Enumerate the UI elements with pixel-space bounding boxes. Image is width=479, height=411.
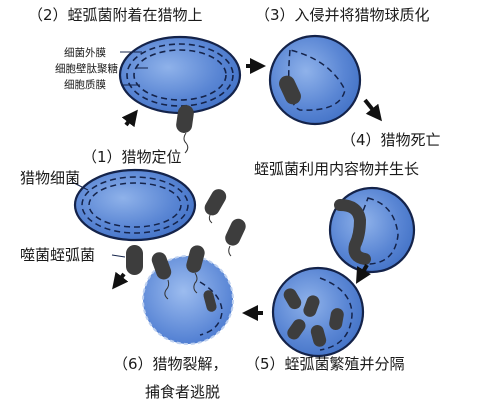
cycle-arrows [112, 58, 382, 321]
bdellovibrio-free [71, 181, 143, 275]
step-4-label-line2: 蛭弧菌利用内容物并生长 [254, 160, 420, 178]
step-4-label-line1: （4）猎物死亡 [341, 131, 441, 149]
bdellovibrio-escaping [151, 189, 246, 300]
step-6-label-line2: 捕食者逃脱 [145, 383, 221, 401]
step-3-label: （3）入侵并将猎物球质化 [255, 6, 430, 24]
step-1-label: （1）猎物定位 [82, 148, 182, 166]
peptidoglycan-label: 细胞壁肽聚糖 [55, 63, 118, 75]
bdellovibrio-attaching [176, 105, 194, 154]
step-5-label: （5）蛭弧菌繁殖并分隔 [245, 355, 405, 373]
prey-bacterium-label: 猎物细菌 [20, 169, 81, 187]
prey-cell-invaded [268, 34, 362, 126]
label-pointer-lines [120, 51, 148, 86]
prey-bacterium-cell [73, 168, 197, 242]
prey-cell-attached [118, 35, 242, 115]
step-2-label: （2）蛭弧菌附着在猎物上 [28, 6, 203, 24]
outer-membrane-label: 细菌外膜 [64, 47, 106, 59]
prey-cell-growth [328, 186, 416, 274]
step-6-label-line1: （6）猎物裂解， [113, 355, 228, 373]
bdellovibrio-label: 噬菌蛭弧菌 [20, 246, 96, 264]
cytoplasmic-membrane-label: 细胞质膜 [64, 79, 106, 91]
prey-cell-septation [271, 266, 365, 358]
